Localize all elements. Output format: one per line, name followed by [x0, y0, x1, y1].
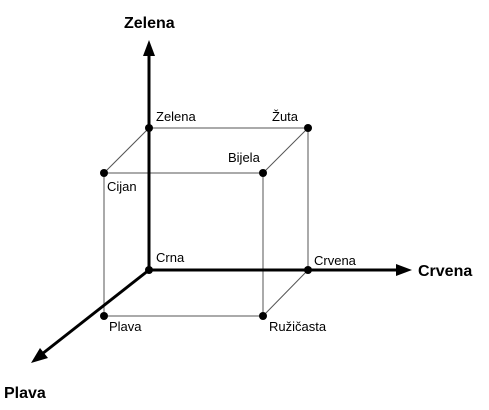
edge-red-magenta: [262, 269, 309, 317]
vertex-dot-white: [259, 169, 267, 177]
vertex-dot-green: [145, 124, 153, 132]
vertex-label-magenta: Ružičasta: [269, 319, 327, 334]
vertex-dot-blue: [100, 312, 108, 320]
vertex-dot-cyan: [100, 169, 108, 177]
vertex-label-white: Bijela: [228, 150, 261, 165]
axis-label-blue: Plava: [4, 385, 46, 402]
edge-yellow-white: [262, 127, 309, 174]
vertex-dots: [100, 124, 312, 320]
vertex-dot-origin: [145, 266, 153, 274]
vertex-dot-yellow: [304, 124, 312, 132]
blue-axis: [41, 268, 150, 356]
vertex-label-red: Crvena: [314, 253, 357, 268]
edge-green-cyan: [103, 127, 150, 174]
axes: [31, 40, 412, 363]
vertex-dot-red: [304, 266, 312, 274]
axis-label-red: Crvena: [418, 263, 472, 280]
vertex-label-origin: Crna: [156, 250, 185, 265]
vertex-dot-magenta: [259, 312, 267, 320]
vertex-label-yellow: Žuta: [272, 109, 299, 124]
vertex-label-green: Zelena: [156, 109, 197, 124]
green-axis-arrowhead: [143, 40, 155, 56]
axis-label-green: Zelena: [124, 15, 175, 32]
cube-edges: [103, 127, 309, 317]
vertex-label-cyan: Cijan: [107, 179, 137, 194]
blue-axis-arrowhead: [31, 348, 48, 363]
vertex-label-blue: Plava: [109, 319, 142, 334]
red-axis-arrowhead: [396, 264, 412, 276]
